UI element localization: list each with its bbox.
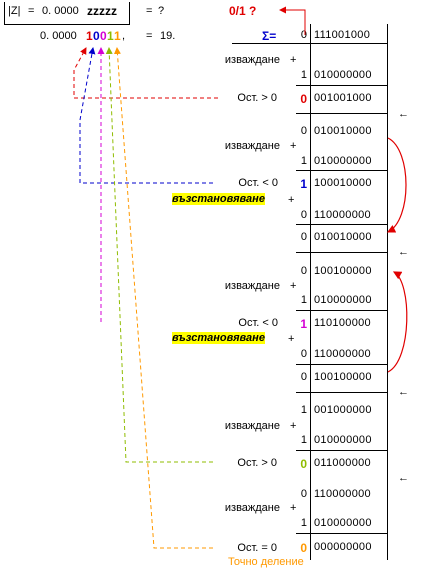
- row-c0: 0: [300, 488, 307, 500]
- row-c1: 100100000: [314, 265, 372, 277]
- remainder-negative: Ост. < 0: [238, 177, 278, 189]
- result-decimal: 19.: [160, 30, 176, 42]
- quotient-bit-3: 1: [300, 317, 307, 331]
- exact-division-label: Точно деление: [228, 556, 304, 568]
- alert-text: 0/1 ?: [229, 4, 257, 18]
- row-c1: 110000000: [314, 209, 371, 221]
- subtract-label: изваждане: [224, 280, 280, 292]
- result-bit-4: 1: [107, 29, 114, 43]
- row-c0: 0: [300, 348, 307, 360]
- sigma-c0: 0: [300, 29, 307, 41]
- remainder-negative: Ост. < 0: [238, 317, 278, 329]
- row-c1: 000000000: [314, 541, 372, 553]
- row-c0: 0: [300, 125, 307, 137]
- row-c0: 1: [300, 404, 307, 416]
- z-box: [4, 2, 130, 25]
- remainder-positive: Ост. > 0: [237, 457, 277, 469]
- question-equals: =: [146, 5, 153, 17]
- row-c0: 1: [300, 517, 307, 529]
- result-bit-2: 0: [93, 29, 100, 43]
- sigma-c1: 111001000: [314, 29, 371, 41]
- row-c1: 010000000: [314, 517, 372, 529]
- row-c1: 001000000: [314, 404, 372, 416]
- subtract-label: изваждане: [224, 140, 280, 152]
- result-prefix: 0. 0000: [40, 30, 77, 42]
- result-equals: =: [146, 30, 153, 42]
- row-c1: 010000000: [314, 155, 372, 167]
- plus-sign: +: [290, 54, 297, 66]
- shift-left-arrow-icon: ←: [398, 472, 409, 484]
- remainder-positive: Ост. > 0: [237, 92, 277, 104]
- shift-left-arrow-icon: ←: [398, 386, 409, 398]
- shift-left-arrow-icon: ←: [398, 246, 409, 258]
- subtract-label: изваждане: [224, 420, 280, 432]
- result-comma: ,: [122, 30, 126, 42]
- z-value: 0. 0000: [42, 5, 79, 17]
- plus-sign: +: [290, 280, 297, 292]
- row-c0: 1: [300, 69, 307, 81]
- z-equals: =: [28, 5, 35, 17]
- quotient-bit-5: 0: [300, 541, 307, 555]
- result-bit-3: 0: [100, 29, 107, 43]
- z-tail: zzzzz: [87, 4, 117, 18]
- row-c1: 010000000: [314, 69, 372, 81]
- row-c0: 0: [300, 209, 307, 221]
- sigma-label: Σ=: [262, 29, 277, 43]
- quotient-bit-2: 1: [300, 177, 307, 191]
- row-c1: 100010000: [314, 177, 372, 189]
- row-c1: 010010000: [314, 125, 372, 137]
- quotient-bit-4: 0: [300, 457, 307, 471]
- row-c1: 110100000: [314, 317, 371, 329]
- row-c1: 100100000: [314, 371, 372, 383]
- row-c0: 1: [300, 155, 307, 167]
- row-c1: 110000000: [314, 488, 371, 500]
- row-c1: 011000000: [314, 457, 371, 469]
- plus-sign: +: [290, 140, 297, 152]
- row-c0: 1: [300, 434, 307, 446]
- row-c1: 001001000: [314, 92, 372, 104]
- result-bit-5: 1: [114, 29, 121, 43]
- row-c0: 0: [300, 265, 307, 277]
- remainder-zero: Ост. = 0: [237, 542, 277, 554]
- row-c1: 010000000: [314, 294, 372, 306]
- row-c0: 1: [300, 294, 307, 306]
- row-c0: 0: [300, 371, 307, 383]
- z-label: |Z|: [8, 5, 21, 17]
- row-c1: 010000000: [314, 434, 372, 446]
- result-bit-1: 1: [86, 29, 93, 43]
- row-c1: 010010000: [314, 231, 372, 243]
- restore-label: възстановяване: [172, 193, 265, 205]
- row-c1: 110000000: [314, 348, 371, 360]
- subtract-label: изваждане: [224, 54, 280, 66]
- plus-sign: +: [288, 194, 295, 206]
- plus-sign: +: [288, 333, 295, 345]
- table-rules: [232, 24, 388, 560]
- row-c0: 0: [300, 231, 307, 243]
- shift-left-arrow-icon: ←: [398, 108, 409, 120]
- question-mark: ?: [158, 5, 165, 17]
- plus-sign: +: [290, 420, 297, 432]
- subtract-label: изваждане: [224, 502, 280, 514]
- plus-sign: +: [290, 502, 297, 514]
- quotient-bit-1: 0: [300, 92, 307, 106]
- restore-label: възстановяване: [172, 332, 265, 344]
